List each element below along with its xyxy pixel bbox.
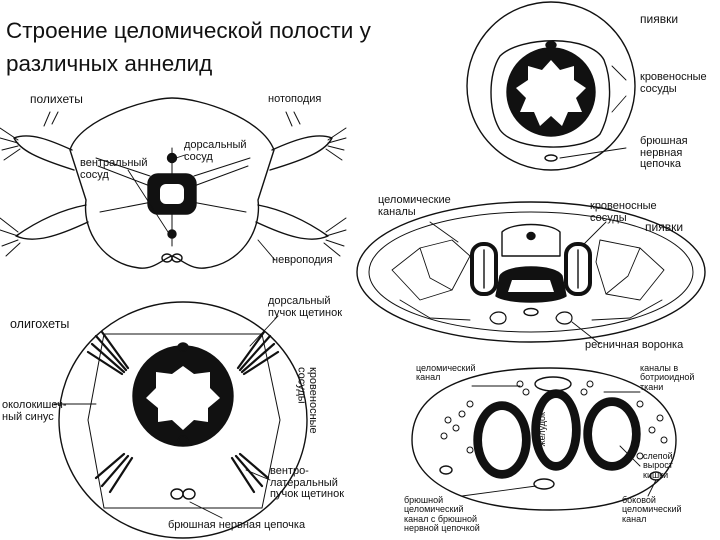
polychaete-setae bbox=[0, 111, 347, 257]
polychaete-label: полихеты bbox=[30, 92, 83, 106]
polychaete-body-outline bbox=[69, 97, 275, 269]
leech-bottom-lateral-canal bbox=[439, 465, 453, 475]
leech-top-gut-lumen bbox=[516, 60, 586, 126]
leech-top-label: пиявки bbox=[640, 12, 679, 26]
oligochaete-dorsal-vessel bbox=[177, 342, 189, 352]
leech-middle-dorsal-sinus bbox=[501, 223, 561, 257]
leech-bottom-caecum-left-lumen bbox=[482, 410, 522, 470]
leech-middle-inner-outline bbox=[368, 211, 694, 333]
leech-bottom-dorsal-canal bbox=[534, 376, 572, 392]
polychaete-nerve-cord bbox=[171, 253, 183, 263]
leech-middle-body-outline bbox=[356, 201, 706, 343]
leech-top-pointer-lines bbox=[559, 65, 627, 159]
diagram-title: Строение целомической полости у различны… bbox=[6, 18, 371, 76]
leech-middle-cross-section bbox=[356, 201, 706, 345]
stomach-label: желудок bbox=[537, 412, 547, 447]
polychaete-right-notopodium bbox=[269, 135, 333, 171]
leech-middle-blood-vessels-label: кровеносные сосуды bbox=[590, 200, 657, 224]
leech-middle-funnels bbox=[489, 311, 573, 325]
leech-top-dorsal-vessel bbox=[545, 40, 557, 50]
polychaete-gut-lumen bbox=[160, 184, 184, 204]
botryoidal-canals-label: каналы в ботриоидной ткани bbox=[640, 363, 695, 392]
blind-outgrowth-label: слепой вырост кишки bbox=[643, 451, 673, 480]
oligochaete-ventrolateral-setae bbox=[94, 452, 270, 494]
notopodia-label: нотоподия bbox=[268, 93, 322, 105]
leech-top-blood-vessels-label: кровеносные сосуды bbox=[640, 71, 707, 95]
leech-middle-nerve-cord bbox=[523, 307, 539, 317]
leech-bottom-body-outline bbox=[411, 367, 677, 511]
leech-middle-pointer-lines bbox=[429, 221, 607, 345]
coelomic-canal-label: целомический канал bbox=[416, 363, 476, 383]
leech-middle-label: пиявки bbox=[645, 220, 684, 234]
oligochaete-nerve-cord bbox=[170, 488, 184, 500]
leech-top-coelom-outline bbox=[490, 40, 611, 148]
leech-middle-dorsal-vessel bbox=[526, 231, 536, 241]
leech-bottom-stomach-lumen bbox=[540, 398, 572, 462]
oligochaete-label: олигохеты bbox=[10, 317, 70, 331]
leech-bottom-botryoidal-tissue bbox=[440, 380, 668, 460]
oligochaete-blood-vessels-label: кровеносные сосуды bbox=[295, 367, 320, 434]
perivisceral-sinus-label: околокишеч- ный синус bbox=[2, 399, 67, 423]
polychaete-dorsal-vessel bbox=[166, 152, 178, 164]
polychaete-pointer-lines bbox=[127, 154, 276, 261]
oligochaete-body-outline bbox=[58, 301, 308, 539]
polychaete-cross-section bbox=[0, 97, 347, 269]
leech-middle-lateral-vessel bbox=[564, 242, 592, 296]
neuropodia-label: невроподия bbox=[272, 254, 333, 266]
leech-middle-lateral-vessel bbox=[470, 242, 498, 296]
polychaete-right-neuropodium bbox=[255, 204, 329, 240]
dorsal-vessel-label: дорсальный сосуд bbox=[184, 139, 247, 163]
oligochaete-gut-lumen bbox=[146, 366, 220, 430]
leech-bottom-pointer-lines bbox=[461, 385, 657, 497]
polychaete-left-notopodium bbox=[13, 135, 75, 171]
leech-top-cross-section bbox=[466, 1, 636, 171]
oligochaete-dorsal-setae bbox=[86, 330, 280, 376]
leech-top-body-outline bbox=[466, 1, 636, 171]
oligochaete-ventral-vessel bbox=[177, 435, 189, 445]
oligochaete-nerve-cord-label: брюшная нервная цепочка bbox=[168, 519, 306, 531]
coelomic-canals-label: целомические каналы bbox=[378, 194, 451, 218]
oligochaete-cross-section bbox=[53, 301, 308, 539]
leech-bottom-caecum-right-lumen bbox=[592, 406, 632, 462]
ventral-coelomic-canal-label: брюшной целомический канал с брюшной нер… bbox=[404, 495, 480, 534]
dorsal-setae-label: дорсальный пучок щетинок bbox=[268, 295, 343, 319]
polychaete-left-neuropodium bbox=[15, 204, 89, 240]
leech-bottom-ventral-canal bbox=[533, 478, 555, 490]
lateral-coelomic-canal-label: боковой целомический канал bbox=[622, 495, 682, 524]
leech-top-nerve-cord-label: брюшная нервная цепочка bbox=[640, 135, 688, 171]
polychaete-ventral-vessel bbox=[167, 229, 177, 239]
ventrolateral-setae-label: вентро- латеральный пучок щетинок bbox=[270, 465, 345, 501]
ventral-vessel-label: вентральный сосуд bbox=[80, 157, 148, 181]
leech-top-nerve-cord bbox=[544, 154, 558, 162]
oligochaete-pointer-lines bbox=[53, 315, 279, 519]
leech-bottom-cross-section bbox=[411, 367, 677, 511]
oligochaete-nerve-cord bbox=[182, 488, 196, 500]
ciliated-funnel-label: ресничная воронка bbox=[585, 339, 684, 351]
